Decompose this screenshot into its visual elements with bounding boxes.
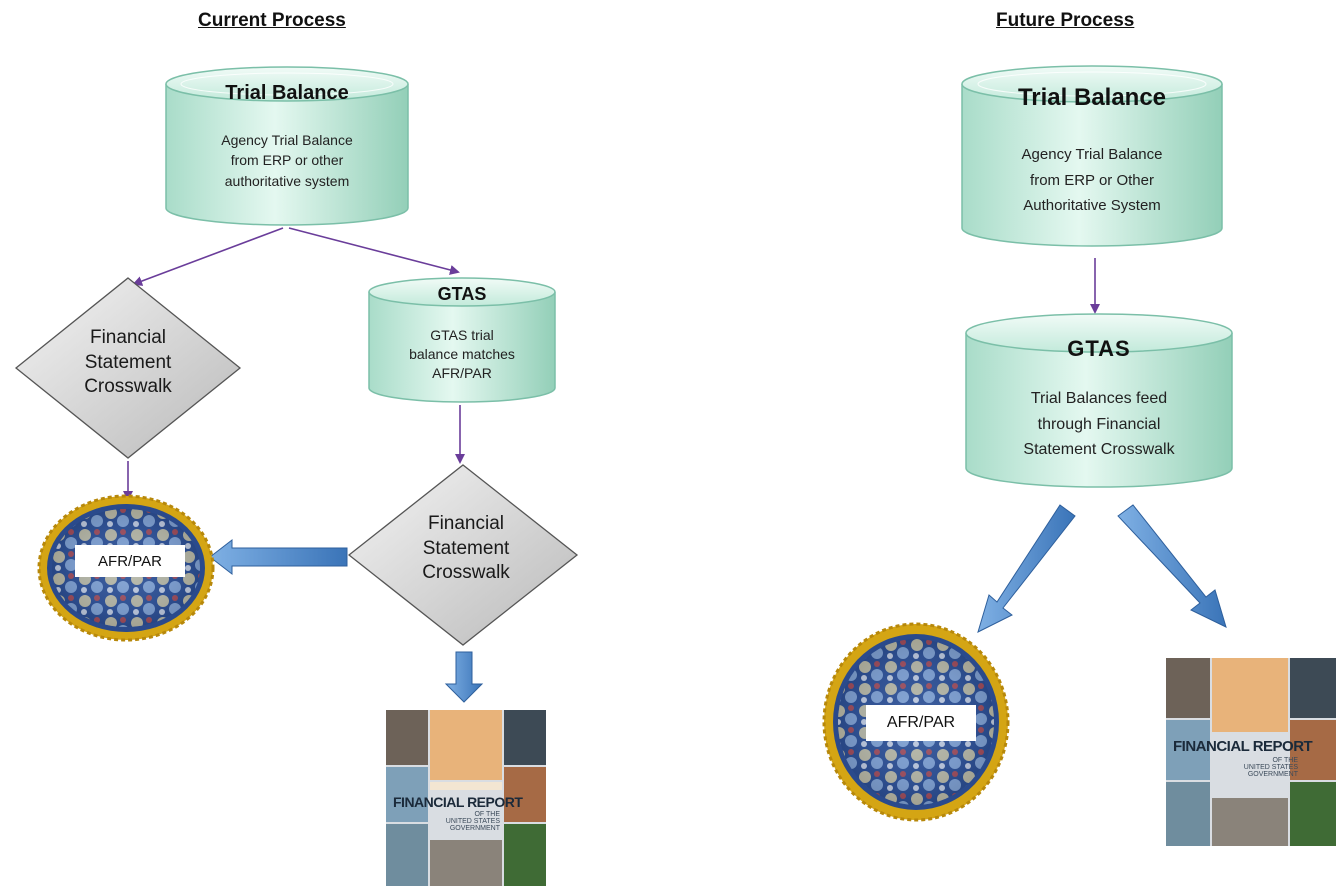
heading-future-process: Future Process (996, 10, 1135, 31)
current-report-sub-3: GOVERNMENT (449, 825, 500, 832)
current-crosswalk-left-line-3: Crosswalk (84, 376, 172, 398)
current-crosswalk-left-line-2: Statement (84, 351, 172, 373)
current-crosswalk-left-label: Financial Statement Crosswalk (48, 326, 208, 400)
current-report-subtitle: OF THE UNITED STATES GOVERNMENT (430, 811, 500, 832)
current-trial-balance-line-2: from ERP or other (230, 152, 344, 169)
future-trial-balance-line-3: Authoritative System (1023, 197, 1161, 214)
current-crosswalk-left-line-1: Financial (89, 327, 167, 348)
current-report-sub-1: OF THE (474, 811, 500, 818)
current-trial-balance-body: Agency Trial Balance from ERP or other a… (166, 130, 408, 191)
current-gtas-line-1: GTAS trial (430, 327, 494, 343)
future-gtas-line-3: Statement Crosswalk (1023, 441, 1175, 459)
diamond-current-crosswalk-left (14, 277, 242, 459)
current-trial-balance-title: Trial Balance (225, 82, 349, 104)
current-report-title: FINANCIAL REPORT (393, 794, 523, 810)
future-afr-par-label: AFR/PAR (866, 705, 976, 741)
future-trial-balance-line-2: from ERP or Other (1030, 171, 1154, 189)
current-gtas-line-3: AFR/PAR (432, 364, 492, 381)
current-crosswalk-right-line-1: Financial (427, 513, 505, 534)
heading-current-process: Current Process (198, 10, 346, 31)
future-report-subtitle: OF THE UNITED STATES GOVERNMENT (1222, 757, 1298, 778)
cylinder-current-trial-balance (165, 66, 409, 226)
cylinder-current-gtas (368, 277, 556, 403)
current-crosswalk-right-line-2: Statement (422, 537, 510, 559)
future-report-sub-3: GOVERNMENT (1247, 771, 1298, 778)
report-cover-current (386, 710, 546, 886)
cylinder-future-trial-balance (961, 65, 1223, 247)
cylinder-future-gtas (965, 313, 1233, 488)
report-cover-future (1166, 658, 1336, 846)
future-trial-balance-title: Trial Balance (1017, 84, 1167, 111)
future-report-title: FINANCIAL REPORT (1173, 738, 1313, 755)
future-report-sub-2: UNITED STATES (1243, 764, 1298, 771)
future-gtas-body: Trial Balances feed through Financial St… (966, 386, 1232, 463)
block-arrow-to-afr (209, 538, 348, 576)
future-gtas-line-1: Trial Balances feed (1030, 390, 1168, 407)
current-crosswalk-right-line-3: Crosswalk (422, 562, 510, 584)
current-report-sub-2: UNITED STATES (445, 818, 500, 825)
future-trial-balance-body: Agency Trial Balance from ERP or Other A… (962, 142, 1222, 219)
future-gtas-line-2: through Financial (1037, 415, 1161, 433)
current-crosswalk-right-label: Financial Statement Crosswalk (386, 512, 546, 586)
future-report-sub-1: OF THE (1272, 757, 1298, 764)
connector-trial-to-gtas (288, 227, 460, 275)
current-trial-balance-line-3: authoritative system (224, 172, 350, 189)
future-trial-balance-line-1: Agency Trial Balance (1021, 146, 1163, 163)
current-afr-par-label: AFR/PAR (75, 545, 185, 577)
block-arrow-future-to-afr (977, 504, 1076, 633)
block-arrow-future-to-report (1117, 504, 1227, 628)
future-gtas-title: GTAS (1067, 336, 1131, 361)
diamond-current-crosswalk-right (347, 464, 579, 646)
block-arrow-to-report (444, 651, 484, 703)
current-gtas-body: GTAS trial balance matches AFR/PAR (369, 326, 555, 383)
current-gtas-line-2: balance matches (409, 345, 515, 362)
current-gtas-title: GTAS (437, 284, 487, 304)
current-trial-balance-line-1: Agency Trial Balance (221, 132, 353, 148)
connector-trial-to-crosswalk (132, 227, 284, 286)
